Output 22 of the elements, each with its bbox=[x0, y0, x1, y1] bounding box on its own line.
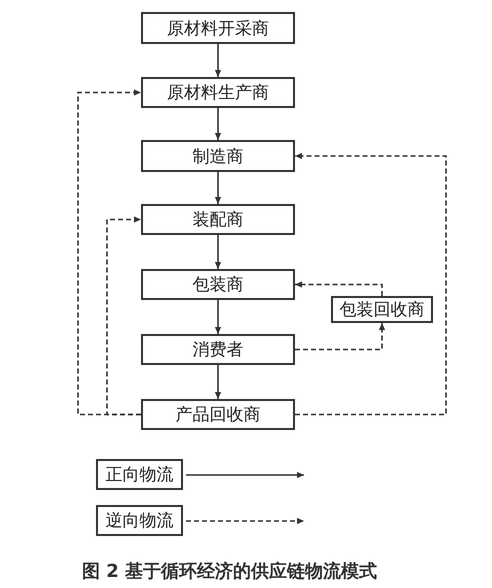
dashed-arrow bbox=[295, 152, 447, 416]
arrow bbox=[214, 300, 222, 334]
process-box: 消费者 bbox=[141, 334, 295, 365]
process-box: 产品回收商 bbox=[141, 399, 295, 430]
dashed-arrow bbox=[106, 216, 141, 416]
arrow bbox=[214, 235, 222, 269]
figure-caption: 图 2 基于循环经济的供应链物流模式 bbox=[82, 560, 378, 583]
process-box: 原材料开采商 bbox=[141, 12, 295, 44]
dashed-arrow bbox=[77, 89, 141, 416]
legend-label: 正向物流 bbox=[96, 459, 183, 490]
dashed-arrow bbox=[295, 281, 383, 296]
process-box: 制造商 bbox=[141, 140, 295, 172]
process-box: 包装商 bbox=[141, 269, 295, 300]
arrow bbox=[214, 108, 222, 140]
process-box: 包装回收商 bbox=[331, 296, 433, 323]
arrow bbox=[214, 365, 222, 399]
arrow bbox=[214, 44, 222, 77]
dashed-arrow bbox=[295, 323, 386, 350]
process-box: 装配商 bbox=[141, 204, 295, 235]
arrow bbox=[214, 172, 222, 204]
legend-label: 逆向物流 bbox=[96, 505, 183, 536]
process-box: 原材料生产商 bbox=[141, 77, 295, 108]
